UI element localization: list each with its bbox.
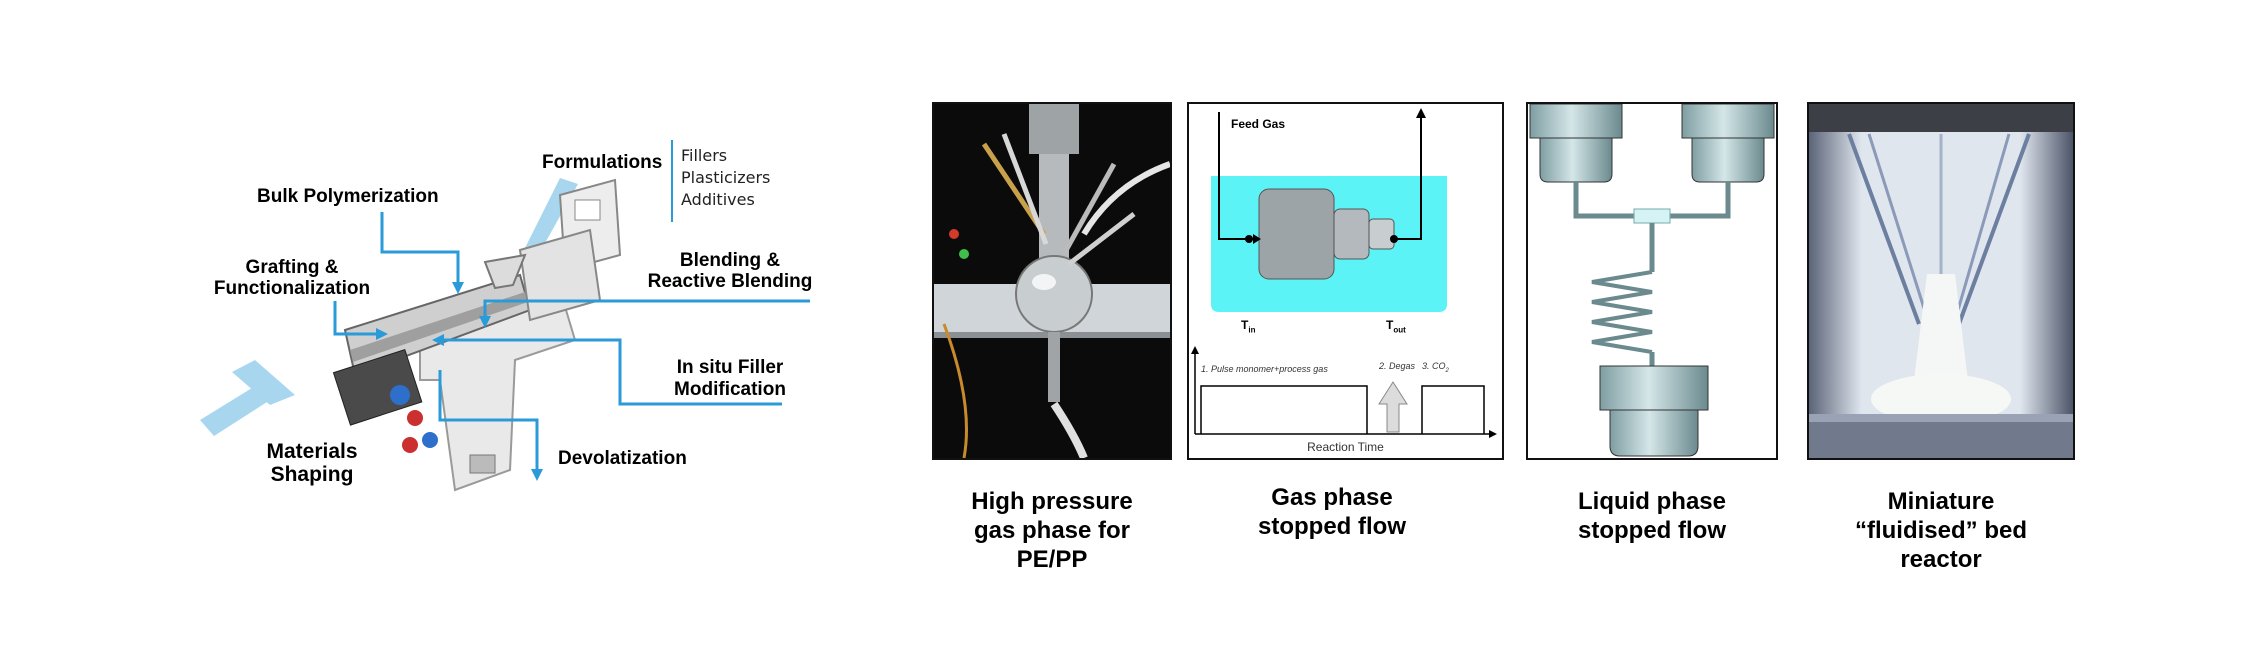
caption-liquid-phase: Liquid phase stopped flow	[1526, 487, 1778, 545]
label-reactive-blending: Reactive Blending	[647, 271, 813, 292]
step-2-label: 2. Degas	[1379, 361, 1416, 371]
extruder-illustration	[200, 140, 810, 492]
label-bulk-polymerization: Bulk Polymerization	[257, 186, 439, 207]
caption-high-pressure-line-1: High pressure	[971, 488, 1133, 515]
pulse-3	[1421, 385, 1485, 434]
panel-gas-phase-diagram: Feed Gas Tin Tout 1. Pulse monomer+proce…	[1187, 102, 1504, 460]
caption-fluidised-bed-line-2: “fluidised” bed	[1854, 517, 2027, 544]
exit-gas-line	[1394, 112, 1422, 240]
formulation-item-additives: Additives	[681, 190, 755, 209]
in-situ-filler-arrow	[440, 338, 782, 406]
feed-gas-label: Feed Gas	[1231, 117, 1286, 131]
label-devolatization: Devolatization	[558, 448, 687, 469]
fluidised-bed-photo	[1809, 104, 2073, 458]
panel-liquid-phase-diagram	[1526, 102, 1778, 460]
extruder-diagram: Bulk Polymerization Grafting & Functiona…	[0, 0, 900, 655]
caption-high-pressure-line-2: gas phase for	[973, 517, 1131, 544]
panel-fluidised-bed-photo	[1807, 102, 2075, 460]
x-axis-label: Reaction Time	[1307, 440, 1384, 454]
step-3-label: 3. CO2	[1422, 361, 1449, 374]
label-shaping: Shaping	[270, 463, 354, 486]
caption-gas-phase-line-1: Gas phase	[1271, 484, 1393, 511]
step-1-label: 1. Pulse monomer+process gas	[1201, 364, 1328, 374]
coil	[1591, 270, 1653, 354]
t-out-main: T	[1386, 318, 1394, 332]
pulse-1	[1200, 385, 1368, 434]
devolatization-arrow	[438, 370, 539, 473]
caption-liquid-phase-line-2: stopped flow	[1578, 517, 1726, 544]
t-in-sub: in	[1248, 325, 1256, 335]
caption-fluidised-bed-line-3: reactor	[1900, 546, 1982, 573]
label-modification: Modification	[674, 379, 786, 400]
syringe-right	[1681, 104, 1775, 139]
blending-arrow	[483, 299, 810, 320]
label-materials: Materials	[266, 440, 358, 463]
formulation-item-fillers: Fillers	[681, 146, 728, 165]
t-in-main: T	[1241, 318, 1249, 332]
hopper	[483, 253, 527, 290]
t-out-label: Tout	[1386, 318, 1406, 334]
liquid-phase-schematic	[1529, 104, 1775, 457]
caption-gas-phase: Gas phase stopped flow	[1187, 483, 1477, 541]
step-3-text: 3. CO	[1422, 361, 1446, 371]
caption-fluidised-bed-line-1: Miniature	[1887, 488, 1995, 515]
label-functionalization: Functionalization	[213, 278, 371, 299]
mixer	[1633, 208, 1671, 224]
caption-high-pressure-line-3: PE/PP	[1016, 546, 1088, 573]
label-formulations: Formulations	[542, 152, 663, 173]
gas-phase-schematic	[1191, 108, 1497, 438]
label-grafting: Grafting &	[245, 257, 339, 278]
caption-high-pressure: High pressure gas phase for PE/PP	[932, 487, 1172, 574]
bulk-polymerization-arrow	[380, 212, 460, 288]
formulation-item-plasticizers: Plasticizers	[681, 168, 771, 187]
panel-high-pressure-photo	[932, 102, 1172, 460]
t-out-sub: out	[1393, 325, 1406, 335]
fluidised-bed	[1913, 274, 1969, 389]
t-in-label: Tin	[1241, 318, 1255, 334]
label-in-situ-filler: In situ Filler	[676, 357, 784, 378]
collection-vessel	[1599, 365, 1709, 411]
syringe-left	[1529, 104, 1623, 139]
caption-gas-phase-line-2: stopped flow	[1258, 513, 1406, 540]
grafting-arrow	[333, 301, 380, 336]
label-blending: Blending &	[679, 250, 781, 271]
caption-liquid-phase-line-1: Liquid phase	[1577, 488, 1726, 515]
degas-arrow	[1378, 381, 1408, 433]
caption-fluidised-bed: Miniature “fluidised” bed reactor	[1807, 487, 2075, 574]
step-3-sub: 2	[1445, 367, 1449, 374]
high-pressure-reactor-photo	[934, 104, 1170, 458]
